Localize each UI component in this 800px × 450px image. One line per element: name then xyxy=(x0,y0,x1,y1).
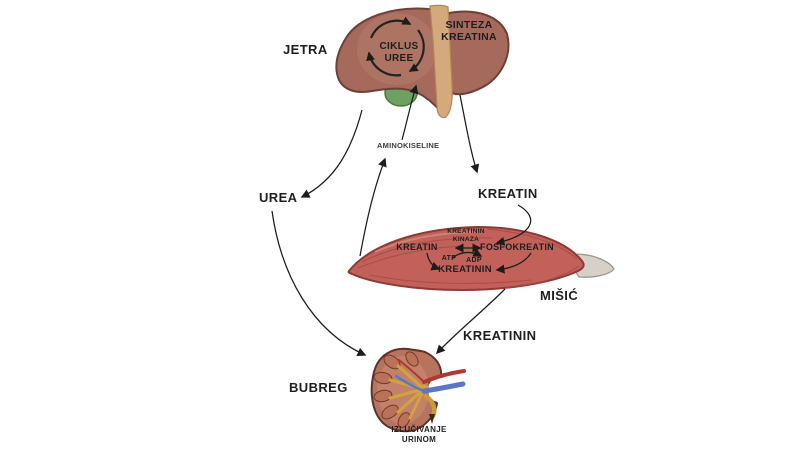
label-bubreg: BUBREG xyxy=(289,380,348,395)
arrow-muscle-to-kidney xyxy=(435,288,506,355)
arrow-aminoacids-to-liver xyxy=(401,84,419,141)
label-ciklus-uree: CIKLUS UREE xyxy=(379,41,419,64)
label-urea: UREA xyxy=(259,190,298,205)
label-fosfokreatin: FOSFOKREATIN xyxy=(480,242,554,252)
label-misic: MIŠIĆ xyxy=(540,288,579,303)
label-atp: ATP xyxy=(441,255,457,262)
liver-right-lobe xyxy=(446,10,510,96)
renal-pyramids xyxy=(373,351,419,428)
label-kreatinin: KREATININ xyxy=(463,328,537,343)
label-izlucivanje-urinom: IZLUČIVANJE URINOM xyxy=(391,425,447,445)
muscle-icon xyxy=(347,226,615,291)
arrow-muscle-to-aminoacids xyxy=(359,157,387,257)
arrow-creatine-to-muscle xyxy=(495,204,532,246)
reaction-arrows xyxy=(426,243,532,274)
label-adp: ADP xyxy=(466,257,482,264)
arrow-liver-to-urea xyxy=(300,109,363,198)
muscle-body xyxy=(347,226,585,291)
label-aminokiseline: AMINOKISELINE xyxy=(377,141,440,150)
label-muscle-kreatin: KREATIN xyxy=(396,242,438,252)
label-jetra: JETRA xyxy=(283,42,328,57)
label-muscle-kreatinin: KREATININ xyxy=(438,264,492,275)
renal-vein-icon xyxy=(421,381,466,394)
urea-cycle-icon xyxy=(366,16,425,77)
label-sinteza-kreatina: SINTEZA KREATINA xyxy=(441,19,497,44)
label-kreatinin-kinaza: KREATININ KINAZA xyxy=(447,228,485,244)
renal-artery-icon xyxy=(422,369,466,384)
flow-arrows xyxy=(271,84,532,356)
arrow-urea-to-kidney xyxy=(271,210,367,356)
label-kreatin: KREATIN xyxy=(478,186,538,201)
arrow-liver-to-creatine xyxy=(459,94,480,174)
falciform-ligament xyxy=(429,4,453,119)
kidney-icon xyxy=(370,347,466,433)
